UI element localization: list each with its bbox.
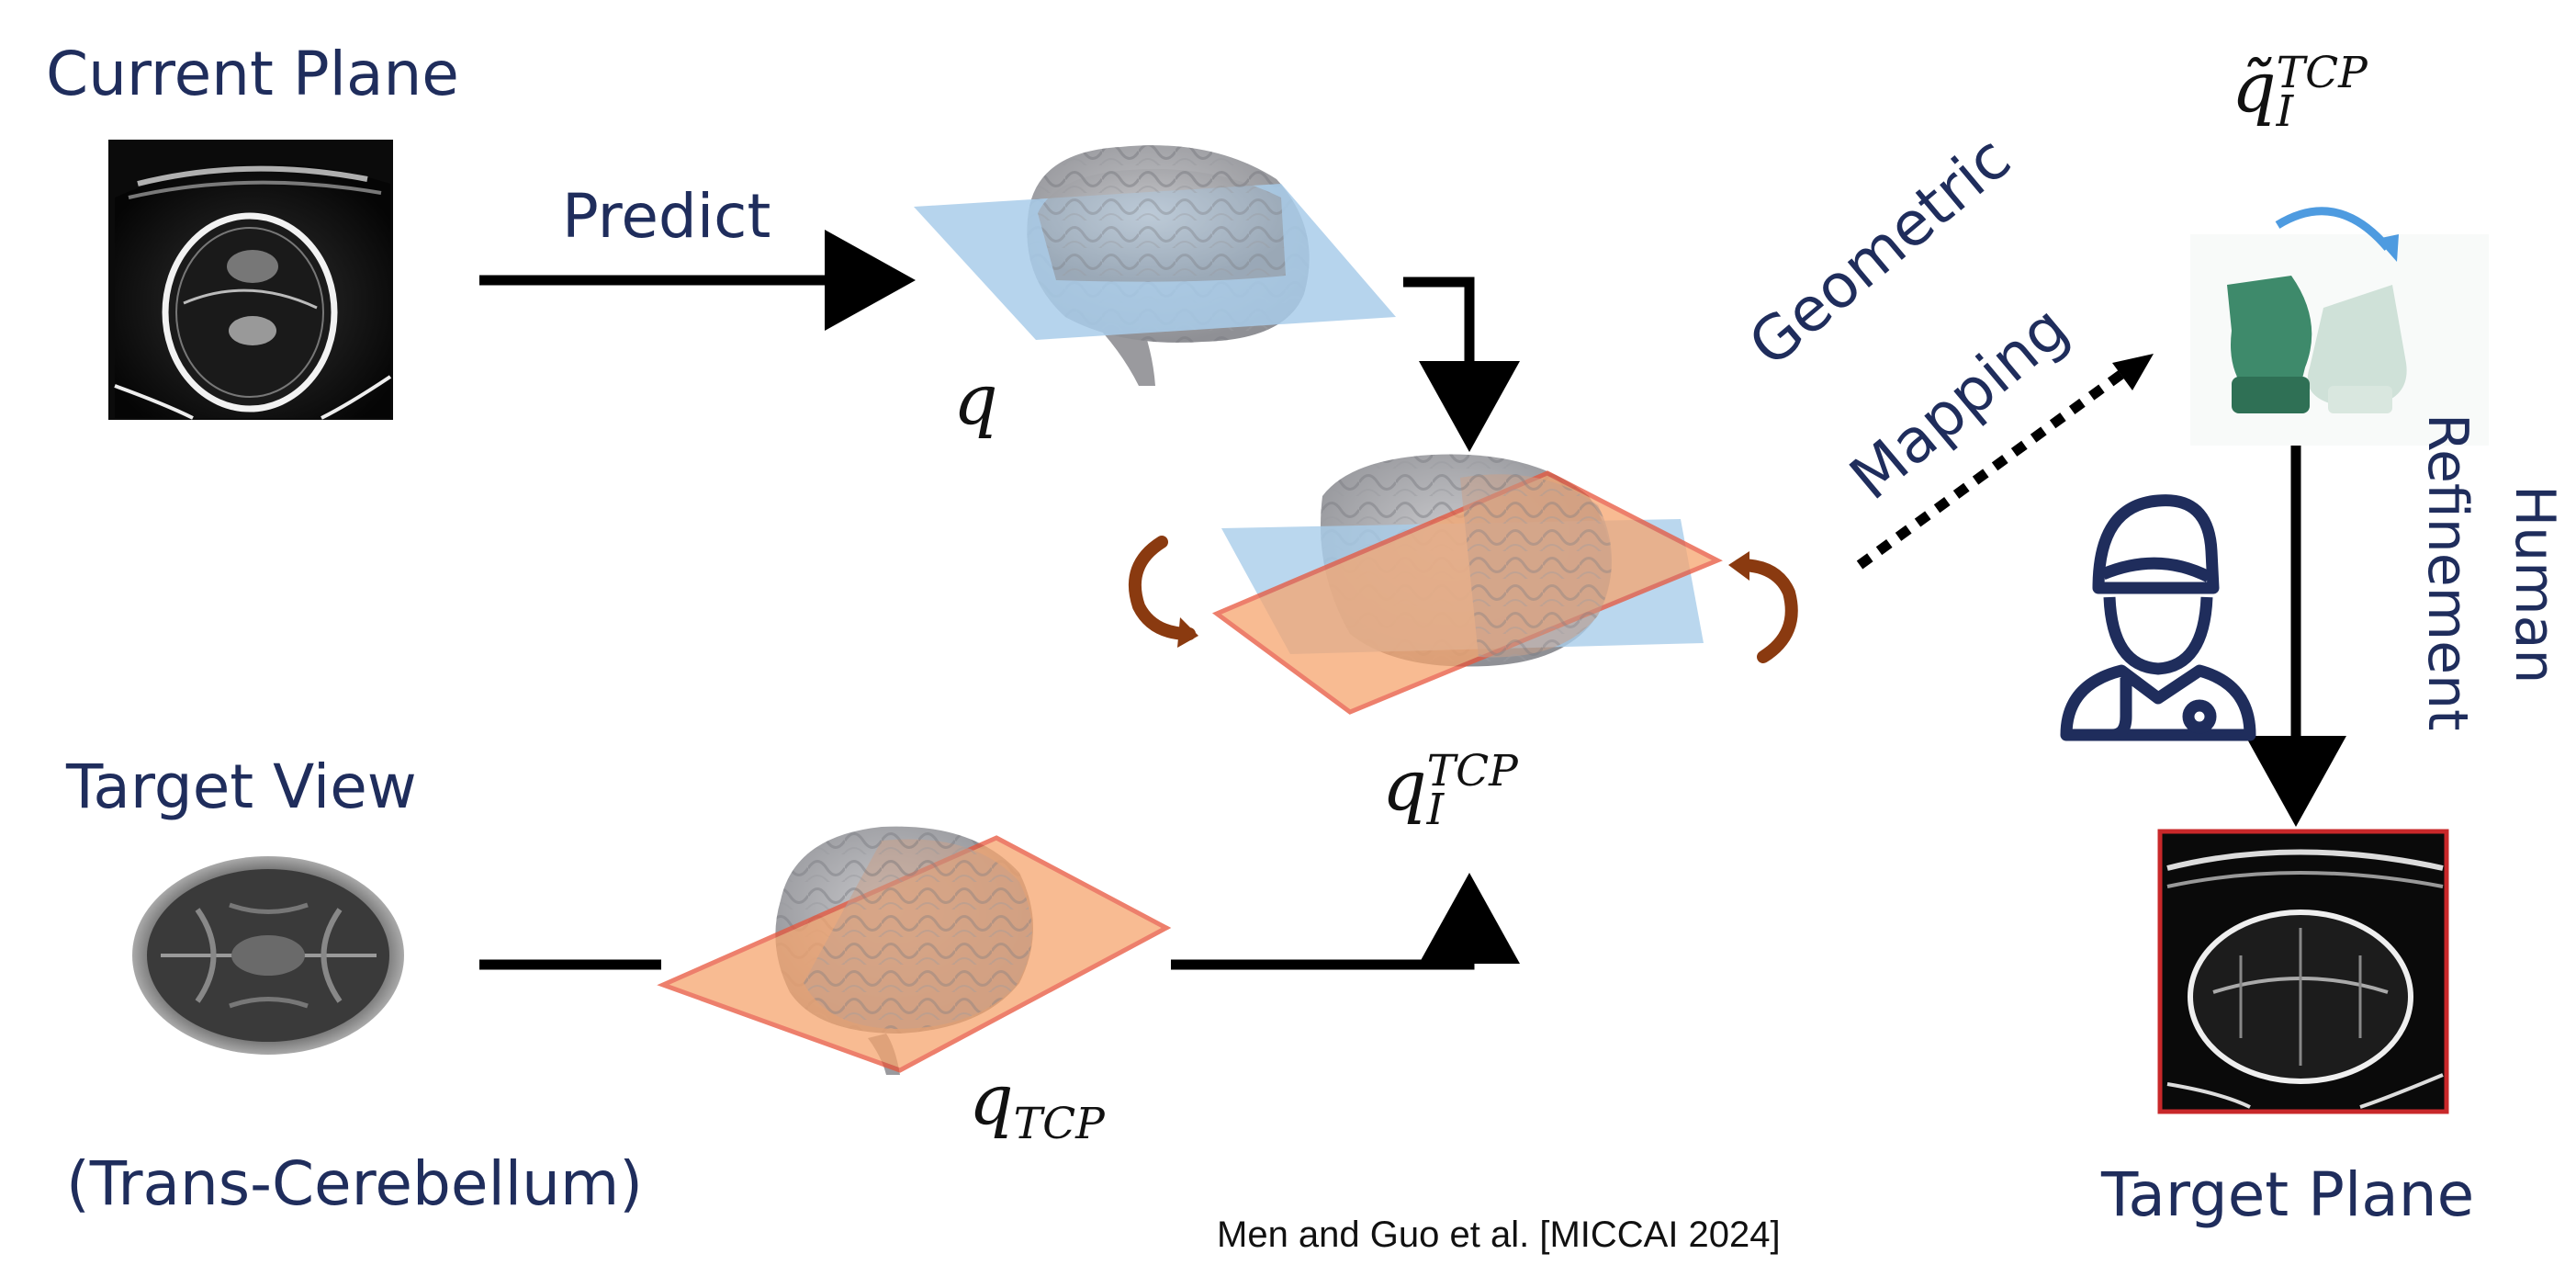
brain-q-tcp-icon: [657, 826, 1172, 1075]
human-label: Human: [2503, 485, 2567, 684]
q-symbol: q: [953, 358, 998, 440]
target-plane-ultrasound-icon: [2157, 829, 2449, 1114]
doctor-icon: [2060, 494, 2256, 741]
rotation-left-icon: [1128, 536, 1198, 648]
refinement-label: Refinement: [2415, 413, 2480, 731]
citation-text: Men and Guo et al. [MICCAI 2024]: [1217, 1215, 1781, 1255]
down-arrow: [1403, 277, 1520, 452]
q-tcp-symbol: qTCP: [969, 1058, 1105, 1150]
rotation-right-icon: [1728, 551, 1798, 663]
probe-icon: [2190, 207, 2489, 446]
current-plane-ultrasound-icon: [108, 140, 393, 420]
geometric-mapping-arrow: [1856, 363, 2134, 570]
target-view-mri-icon: [132, 856, 404, 1055]
brain-q-i-tcp-icon: [1211, 454, 1723, 715]
geometric-mapping-arrowhead: [2112, 354, 2154, 390]
trans-cerebellum-label: (Trans-Cerebellum): [66, 1148, 643, 1219]
up-arrow: [1171, 873, 1520, 970]
predict-label: Predict: [562, 181, 771, 252]
brain-q-icon: [914, 145, 1396, 386]
current-plane-label: Current Plane: [46, 39, 459, 109]
target-plane-label: Target Plane: [2101, 1159, 2475, 1230]
target-view-label: Target View: [66, 751, 417, 822]
